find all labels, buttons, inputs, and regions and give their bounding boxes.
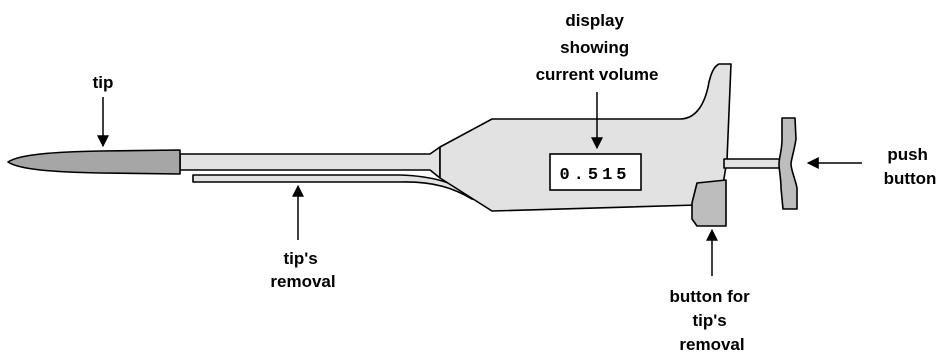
tip-removal-button-label: button for tip's removal: [670, 287, 755, 354]
tips-removal-label-line: tip's: [284, 249, 318, 268]
tip-removal-button-label-line: removal: [679, 335, 744, 354]
display-label-line: display: [565, 11, 624, 30]
display-label-line: showing: [560, 38, 629, 57]
push-button[interactable]: [778, 117, 798, 210]
display-label: display showing current volume: [536, 11, 659, 84]
pipette-tip: [7, 149, 181, 175]
push-button-label-line: push: [887, 145, 928, 164]
plunger-rod: [723, 158, 785, 169]
tip-removal-button-label-line: tip's: [693, 311, 727, 330]
display-label-line: current volume: [536, 65, 659, 84]
tip-removal-button-label-line: button for: [670, 287, 751, 306]
volume-display-value: 0.515: [559, 166, 630, 185]
pipette-shaft: [179, 146, 441, 179]
volume-display: [549, 153, 642, 191]
push-button-label: push button: [884, 145, 937, 188]
tips-removal-label: tip's removal: [270, 249, 335, 291]
push-button-label-line: button: [884, 169, 937, 188]
tip-removal-button[interactable]: [691, 179, 727, 227]
tip-label: tip: [93, 73, 114, 92]
tips-removal-label-line: removal: [270, 272, 335, 291]
